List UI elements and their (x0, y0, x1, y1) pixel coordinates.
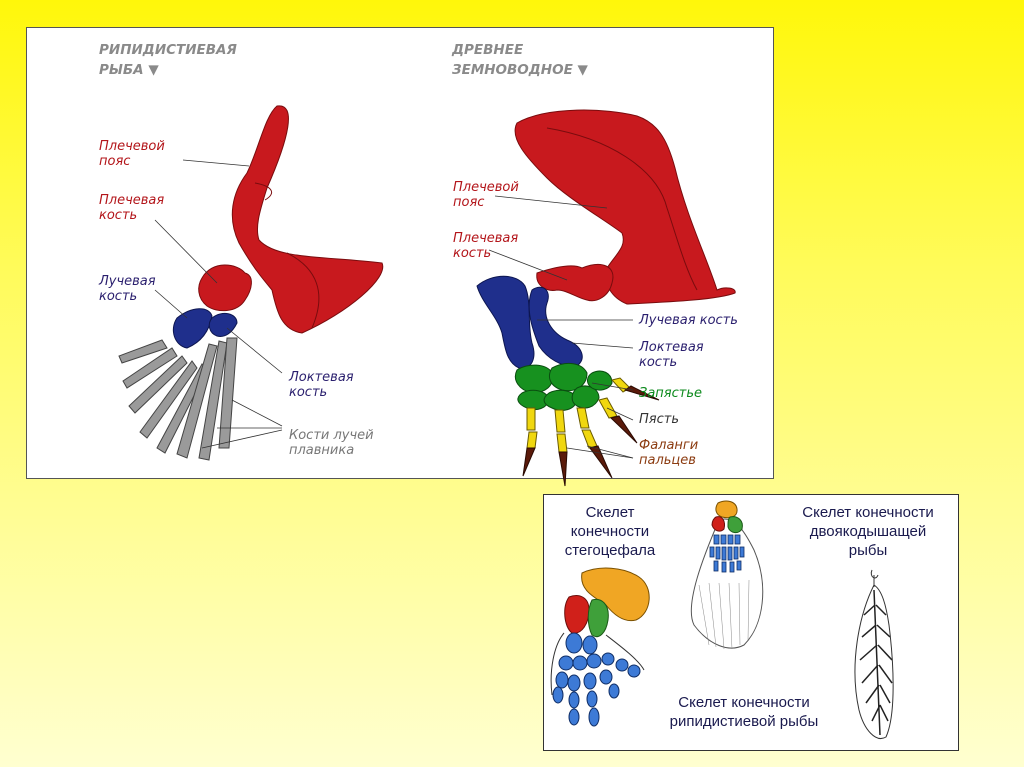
stegocephalus-limb-skeleton (550, 567, 650, 727)
amphibian-label-humerus: Плечевая кость (453, 231, 519, 261)
fish-radius-bone (172, 308, 213, 349)
fish-leader-lines (154, 159, 283, 449)
amphibian-label-metacarpus: Пясть (639, 412, 679, 427)
amphibian-label-ulna: Локтевая кость (639, 340, 704, 370)
main-diagram-drawing (118, 105, 736, 487)
amphibian-shoulder-girdle-bone (514, 109, 736, 305)
fish-shoulder-girdle-bone (231, 105, 384, 334)
fish-limb-skeleton (118, 105, 384, 461)
lungfish-label: Скелет конечности двоякодышащей рыбы (802, 504, 934, 559)
amphibian-leader-lines (488, 195, 634, 459)
amphibian-radius-bone (476, 275, 535, 369)
rhipidistian-label: Скелет конечности рипидистиевой рыбы (669, 694, 819, 730)
fish-label-fin-rays: Кости лучей плавника (289, 428, 374, 458)
comparison-panel: Скелет конечности стегоцефала Скелет кон… (543, 494, 959, 751)
fish-humerus-bone (198, 264, 252, 312)
amphibian-label-radius: Лучевая кость (639, 313, 738, 328)
main-diagram-panel: РИПИДИСТИЕВАЯ РЫБА ▼ ДРЕВНЕЕ ЗЕМНОВОДНОЕ… (26, 27, 774, 487)
fish-label-radius: Лучевая кость (99, 274, 156, 304)
amphibian-humerus-bone (536, 264, 614, 302)
fish-label-ulna: Локтевая кость (289, 370, 354, 400)
lungfish-fin-skeleton (854, 569, 894, 739)
fish-label-shoulder-girdle: Плечевой пояс (99, 139, 165, 169)
amphibian-limb-skeleton (476, 109, 736, 487)
amphibian-label-phalanges: Фаланги пальцев (639, 438, 699, 468)
amphibian-ulna-bone (528, 286, 583, 367)
amphibian-label-wrist: Запястье (639, 386, 703, 401)
fish-title: РИПИДИСТИЕВАЯ РЫБА ▼ (99, 42, 237, 78)
comparison-drawing (550, 500, 894, 739)
rhipidistian-fin-skeleton (690, 500, 764, 650)
fish-fin-ray-bones (118, 337, 238, 461)
amphibian-title: ДРЕВНЕЕ ЗЕМНОВОДНОЕ ▼ (452, 42, 588, 78)
fish-label-humerus: Плечевая кость (99, 193, 165, 223)
stegocephalus-label: Скелет конечности стегоцефала (564, 504, 656, 559)
amphibian-label-shoulder-girdle: Плечевой пояс (453, 180, 519, 210)
amphibian-wrist-bones (514, 362, 613, 411)
amphibian-phalanx-bones (522, 385, 660, 487)
